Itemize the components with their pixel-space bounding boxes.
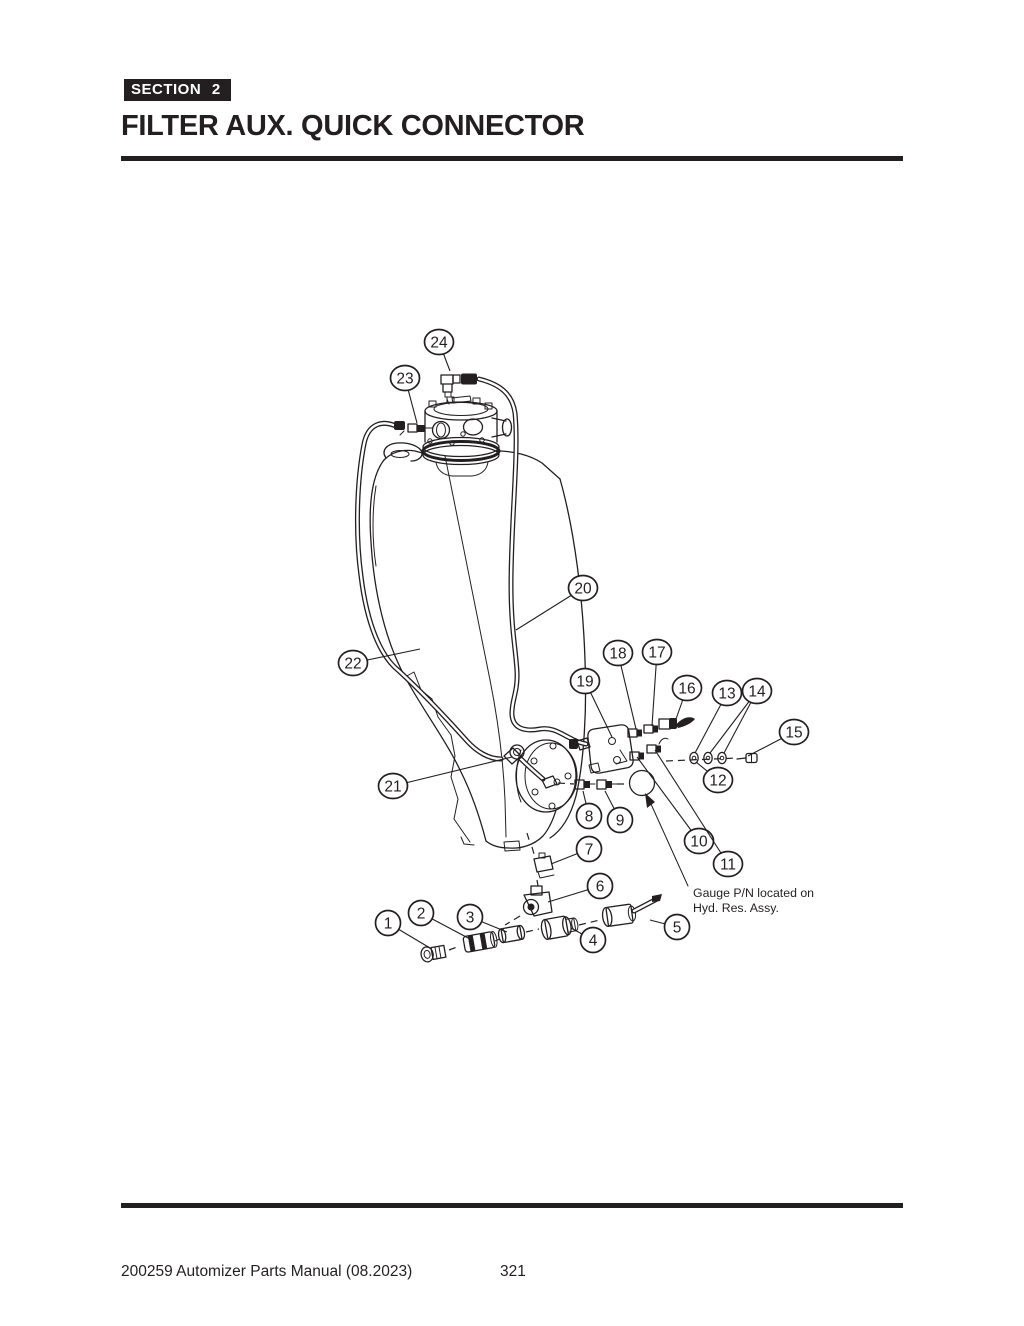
svg-text:20: 20 <box>574 580 592 597</box>
callout-9: 9 <box>604 790 634 834</box>
callout-20: 20 <box>515 574 599 631</box>
svg-text:8: 8 <box>585 808 594 825</box>
callout-2: 2 <box>407 899 471 940</box>
svg-text:6: 6 <box>596 878 605 895</box>
callout-21: 21 <box>377 756 513 800</box>
svg-text:23: 23 <box>396 370 413 387</box>
svg-text:7: 7 <box>585 841 594 858</box>
gauge-note-line1: Gauge P/N located on <box>693 886 814 900</box>
callout-11: 11 <box>654 749 744 878</box>
svg-text:18: 18 <box>609 645 626 662</box>
svg-text:24: 24 <box>430 334 448 351</box>
callout-16: 16 <box>671 674 703 720</box>
svg-text:22: 22 <box>344 655 361 672</box>
callout-24: 24 <box>423 328 455 372</box>
callout-8: 8 <box>575 790 603 830</box>
callout-17: 17 <box>641 638 673 727</box>
callout-22: 22 <box>337 648 421 677</box>
callout-13: 13 <box>694 679 743 754</box>
svg-text:17: 17 <box>648 644 665 661</box>
svg-text:10: 10 <box>690 833 708 850</box>
callout-23: 23 <box>389 364 421 424</box>
callout-15: 15 <box>747 718 810 757</box>
callout-1: 1 <box>374 909 431 949</box>
suction-flange-plate <box>503 739 578 813</box>
callout-4: 4 <box>570 926 607 954</box>
elbow-fitting-24 <box>440 373 477 405</box>
footer-rule <box>121 1203 903 1208</box>
svg-text:21: 21 <box>384 778 401 795</box>
callout-10: 10 <box>636 756 715 855</box>
callout-7: 7 <box>550 835 603 865</box>
svg-text:13: 13 <box>718 685 735 702</box>
svg-text:15: 15 <box>785 724 802 741</box>
svg-text:3: 3 <box>466 909 475 926</box>
callout-5: 5 <box>649 913 691 941</box>
svg-text:2: 2 <box>417 905 426 922</box>
exploded-connector-parts <box>420 832 662 963</box>
svg-text:19: 19 <box>576 673 593 690</box>
svg-text:5: 5 <box>673 919 682 936</box>
svg-text:1: 1 <box>384 915 393 932</box>
hose-22 <box>354 420 504 762</box>
hose-20 <box>476 376 589 747</box>
fitting-23 <box>394 421 434 436</box>
callout-3: 3 <box>456 903 508 933</box>
coupler-lever-16 <box>676 717 695 728</box>
svg-text:16: 16 <box>678 680 695 697</box>
gauge-body <box>628 769 656 797</box>
callout-14: 14 <box>709 677 773 754</box>
filter-head <box>421 395 513 477</box>
mounting-bracket <box>569 724 634 774</box>
svg-text:4: 4 <box>589 932 598 949</box>
svg-text:14: 14 <box>748 683 766 700</box>
svg-text:9: 9 <box>616 812 625 829</box>
callout-12: 12 <box>695 761 734 794</box>
callout-18: 18 <box>602 639 637 730</box>
svg-text:11: 11 <box>720 856 736 873</box>
header-rule <box>121 156 903 161</box>
footer-page-number: 321 <box>500 1263 526 1280</box>
svg-text:12: 12 <box>709 772 726 789</box>
callout-6: 6 <box>547 872 614 903</box>
callout-19: 19 <box>569 667 613 738</box>
gauge-note-arrow <box>645 793 689 887</box>
hydraulic-tank <box>369 442 587 852</box>
fitting-rows <box>557 717 758 797</box>
footer-manual-title: 200259 Automizer Parts Manual (08.2023) <box>121 1263 413 1280</box>
section-badge: SECTION 2 <box>124 79 231 101</box>
gauge-note-line2: Hyd. Res. Assy. <box>693 901 779 915</box>
page-title: FILTER AUX. QUICK CONNECTOR <box>121 110 585 142</box>
